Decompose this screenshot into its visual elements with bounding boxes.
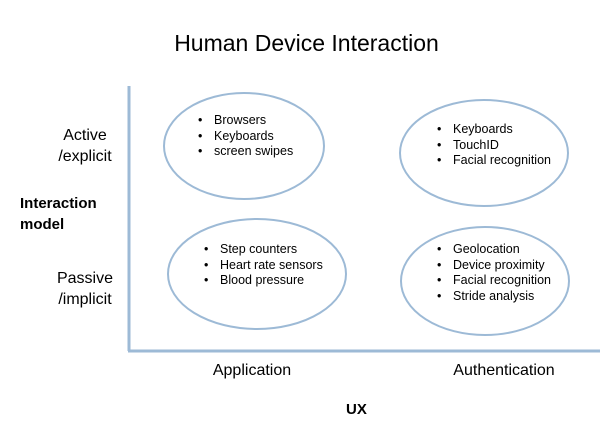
list-item: Keyboards	[198, 129, 293, 145]
ellipse-passive-application	[167, 218, 347, 330]
ellipse-active-authentication	[399, 99, 569, 207]
list-item: Heart rate sensors	[204, 258, 323, 274]
list-item: Facial recognition	[437, 153, 551, 169]
list-item: Browsers	[198, 113, 293, 129]
row-label-passive-line2: /implicit	[58, 291, 112, 308]
row-label-active: Active /explicit	[40, 125, 130, 167]
list-item: Geolocation	[437, 242, 551, 258]
list-item: Blood pressure	[204, 273, 323, 289]
list-active-authentication: Keyboards TouchID Facial recognition	[437, 122, 551, 169]
row-label-passive: Passive /implicit	[40, 268, 130, 310]
column-label-authentication: Authentication	[453, 362, 555, 379]
column-label-application: Application	[212, 362, 292, 379]
row-label-active-line1: Active	[63, 127, 107, 144]
list-item: screen swipes	[198, 144, 293, 160]
y-axis-title-line1: Interaction	[20, 195, 97, 212]
y-axis-title: Interaction model	[20, 193, 97, 235]
list-passive-authentication: Geolocation Device proximity Facial reco…	[437, 242, 551, 304]
row-label-passive-line1: Passive	[56, 270, 114, 287]
x-axis-title: UX	[346, 401, 367, 418]
list-item: Stride analysis	[437, 289, 551, 305]
list-passive-application: Step counters Heart rate sensors Blood p…	[204, 242, 323, 289]
list-item: Facial recognition	[437, 273, 551, 289]
list-item: Step counters	[204, 242, 323, 258]
ellipse-active-application	[163, 92, 325, 200]
row-label-active-line2: /explicit	[58, 148, 112, 165]
ellipse-passive-authentication	[400, 226, 570, 336]
list-active-application: Browsers Keyboards screen swipes	[198, 113, 293, 160]
y-axis-title-line2: model	[20, 216, 65, 233]
list-item: TouchID	[437, 138, 551, 154]
list-item: Keyboards	[437, 122, 551, 138]
diagram-title: Human Device Interaction	[174, 30, 439, 56]
list-item: Device proximity	[437, 258, 551, 274]
